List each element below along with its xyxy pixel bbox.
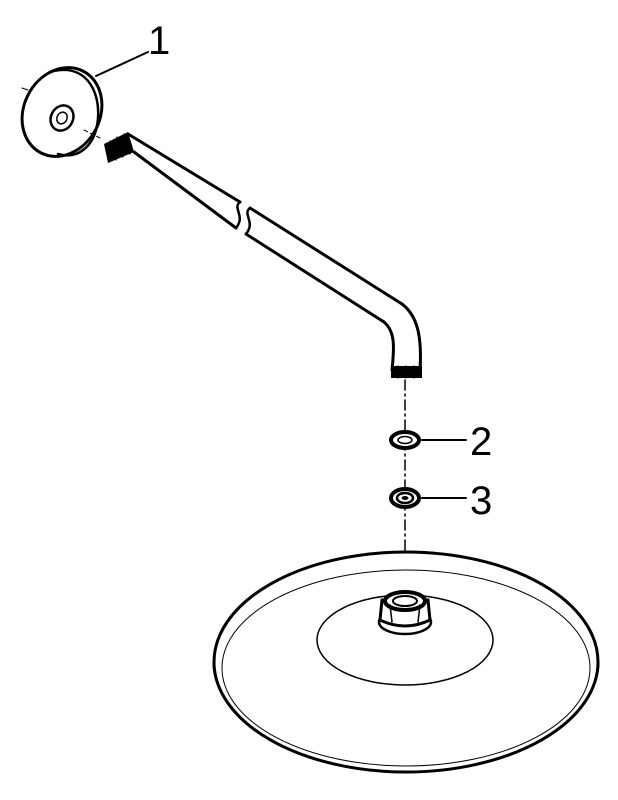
callout-number-1: 1 <box>148 19 170 63</box>
shower-head-connector <box>377 590 433 636</box>
flow-restrictor <box>389 487 421 509</box>
callout-number-2: 2 <box>470 420 492 464</box>
wall-flange <box>20 66 104 158</box>
shower-head <box>212 550 600 774</box>
washer <box>389 430 421 450</box>
callout-3: 3 <box>421 479 492 523</box>
arm-thread-outlet <box>391 365 422 379</box>
callout-1: 1 <box>95 19 170 77</box>
callout-2: 2 <box>421 420 492 464</box>
leader-line-1 <box>95 51 149 77</box>
callout-number-3: 3 <box>470 479 492 523</box>
shower-arm <box>104 132 422 379</box>
arm-thread-wall <box>104 132 134 163</box>
